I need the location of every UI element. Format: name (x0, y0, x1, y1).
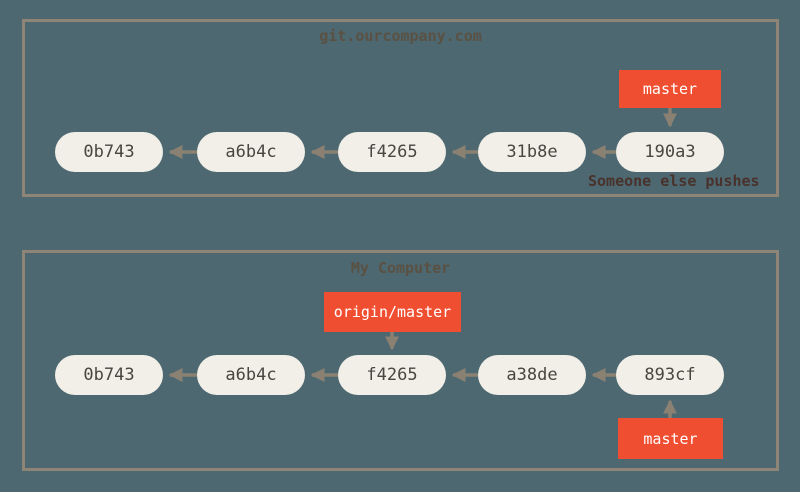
server-panel (22, 19, 779, 197)
commit-label: a38de (506, 365, 558, 385)
branch-label-master-remote: master (619, 70, 721, 108)
branch-label-text: master (642, 80, 698, 98)
commit-label: f4265 (366, 365, 418, 385)
commit-label: 31b8e (506, 142, 558, 162)
commit-node: 190a3 (616, 132, 724, 172)
server-panel-title: git.ourcompany.com (319, 27, 482, 45)
commit-node: a6b4c (197, 355, 305, 395)
commit-label: a6b4c (225, 142, 277, 162)
local-panel (22, 250, 779, 471)
commit-node: 893cf (616, 355, 724, 395)
commit-node: f4265 (338, 132, 446, 172)
commit-label: a6b4c (225, 365, 277, 385)
push-annotation: Someone else pushes (588, 172, 760, 190)
branch-label-text: origin/master (333, 303, 452, 321)
commit-node: a6b4c (197, 132, 305, 172)
branch-label-origin-master: origin/master (324, 292, 461, 332)
commit-label: 0b743 (83, 142, 135, 162)
local-panel-title: My Computer (350, 259, 451, 277)
commit-label: 0b743 (83, 365, 135, 385)
commit-node: a38de (478, 355, 586, 395)
commit-label: 190a3 (644, 142, 696, 162)
commit-node: f4265 (338, 355, 446, 395)
branch-label-text: master (643, 429, 698, 448)
commit-node: 0b743 (55, 132, 163, 172)
commit-label: f4265 (366, 142, 418, 162)
branch-label-master-local: master (618, 418, 723, 459)
commit-node: 31b8e (478, 132, 586, 172)
commit-label: 893cf (644, 365, 696, 385)
commit-node: 0b743 (55, 355, 163, 395)
